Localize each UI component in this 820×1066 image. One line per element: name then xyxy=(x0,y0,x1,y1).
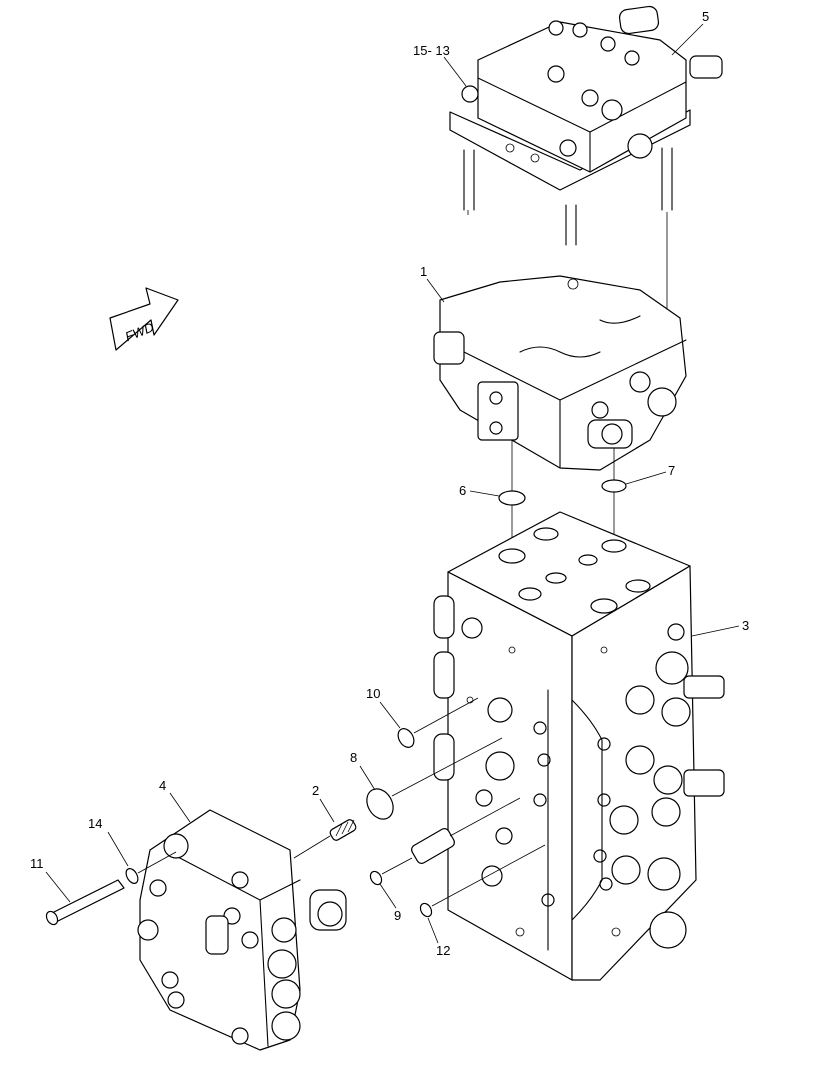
plug-9 xyxy=(369,797,521,886)
part-1-valve-section xyxy=(433,275,687,471)
callout-3: 3 xyxy=(742,618,749,633)
o-ring-12 xyxy=(419,902,433,918)
callout-8: 8 xyxy=(350,750,357,765)
callout-9: 9 xyxy=(394,908,401,923)
washer-14 xyxy=(125,868,139,884)
callout-11: 11 xyxy=(30,856,44,871)
callout-2: 2 xyxy=(312,783,319,798)
part-4-valve-section xyxy=(137,809,347,1051)
callout-6: 6 xyxy=(459,483,466,498)
spool-stack xyxy=(593,623,725,949)
callout-15-13: 15- 13 xyxy=(413,43,450,58)
o-ring-7 xyxy=(601,479,627,493)
o-ring-6 xyxy=(498,490,526,506)
callout-4: 4 xyxy=(159,778,166,793)
callout-14: 14 xyxy=(88,816,102,831)
callout-7: 7 xyxy=(668,463,675,478)
o-ring-10 xyxy=(397,728,415,748)
callout-labels: 5 15- 13 1 6 7 3 10 8 2 4 14 11 9 12 xyxy=(30,9,749,958)
callout-1: 1 xyxy=(420,264,427,279)
bolt-11 xyxy=(45,879,125,926)
fwd-arrow: FWD xyxy=(109,287,179,351)
callout-5: 5 xyxy=(702,9,709,24)
o-ring-8 xyxy=(366,788,394,820)
part-3-main-valve-block xyxy=(433,511,725,981)
callout-10: 10 xyxy=(366,686,380,701)
spring-2 xyxy=(329,819,357,841)
part-5-top-valve xyxy=(449,5,723,246)
callout-12: 12 xyxy=(436,943,450,958)
